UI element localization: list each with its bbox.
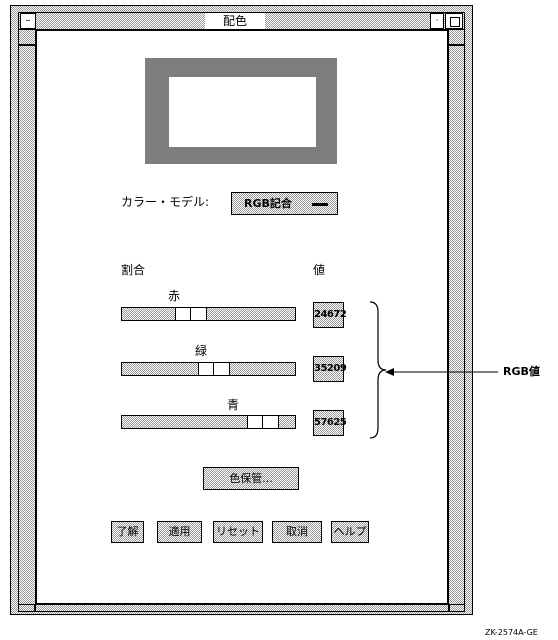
color-model-value: RGB記合 — [244, 197, 292, 210]
color-preview-swatch — [169, 77, 316, 147]
value-header: 値 — [313, 263, 326, 277]
window-border-bottom[interactable] — [18, 604, 465, 612]
option-menu-indicator-icon — [312, 203, 328, 206]
cancel-button[interactable]: 取消 — [272, 521, 322, 543]
ok-button[interactable]: 了解 — [111, 521, 144, 543]
window-border-left[interactable] — [18, 30, 36, 604]
minimize-icon[interactable]: · — [430, 13, 444, 29]
green-value-field[interactable]: 35209 — [313, 356, 347, 382]
resize-corner — [448, 604, 450, 612]
color-model-option-menu[interactable]: RGB記合 — [231, 192, 338, 215]
maximize-icon[interactable] — [445, 13, 463, 29]
right-brace-icon — [369, 301, 387, 439]
green-slider-label: 緑 — [195, 344, 208, 358]
blue-slider-thumb[interactable] — [246, 415, 279, 429]
red-slider-track[interactable] — [121, 307, 296, 321]
ratio-header: 割合 — [121, 263, 146, 277]
resize-corner — [18, 44, 36, 46]
save-color-button[interactable]: 色保管... — [203, 467, 299, 490]
rgb-value-annotation: RGB値 — [503, 365, 540, 378]
window-border-right[interactable] — [448, 30, 465, 604]
window-title: 配色 — [205, 13, 265, 29]
window-menu-icon[interactable]: – — [20, 13, 36, 29]
blue-slider-label: 青 — [227, 398, 240, 412]
help-button[interactable]: ヘルプ — [331, 521, 369, 543]
resize-corner — [448, 44, 465, 46]
red-slider-label: 赤 — [168, 289, 181, 303]
green-slider-thumb[interactable] — [198, 362, 231, 376]
arrow-left-icon — [385, 368, 498, 376]
reset-button[interactable]: リセット — [213, 521, 263, 543]
color-model-label: カラー・モデル: — [121, 195, 210, 209]
figure-id: ZK-2574A-GE — [485, 628, 538, 637]
blue-value-field[interactable]: 57625 — [313, 410, 347, 436]
resize-corner — [34, 604, 36, 612]
red-value-field[interactable]: 24672 — [313, 302, 347, 328]
apply-button[interactable]: 適用 — [157, 521, 202, 543]
red-slider-thumb[interactable] — [175, 307, 208, 321]
